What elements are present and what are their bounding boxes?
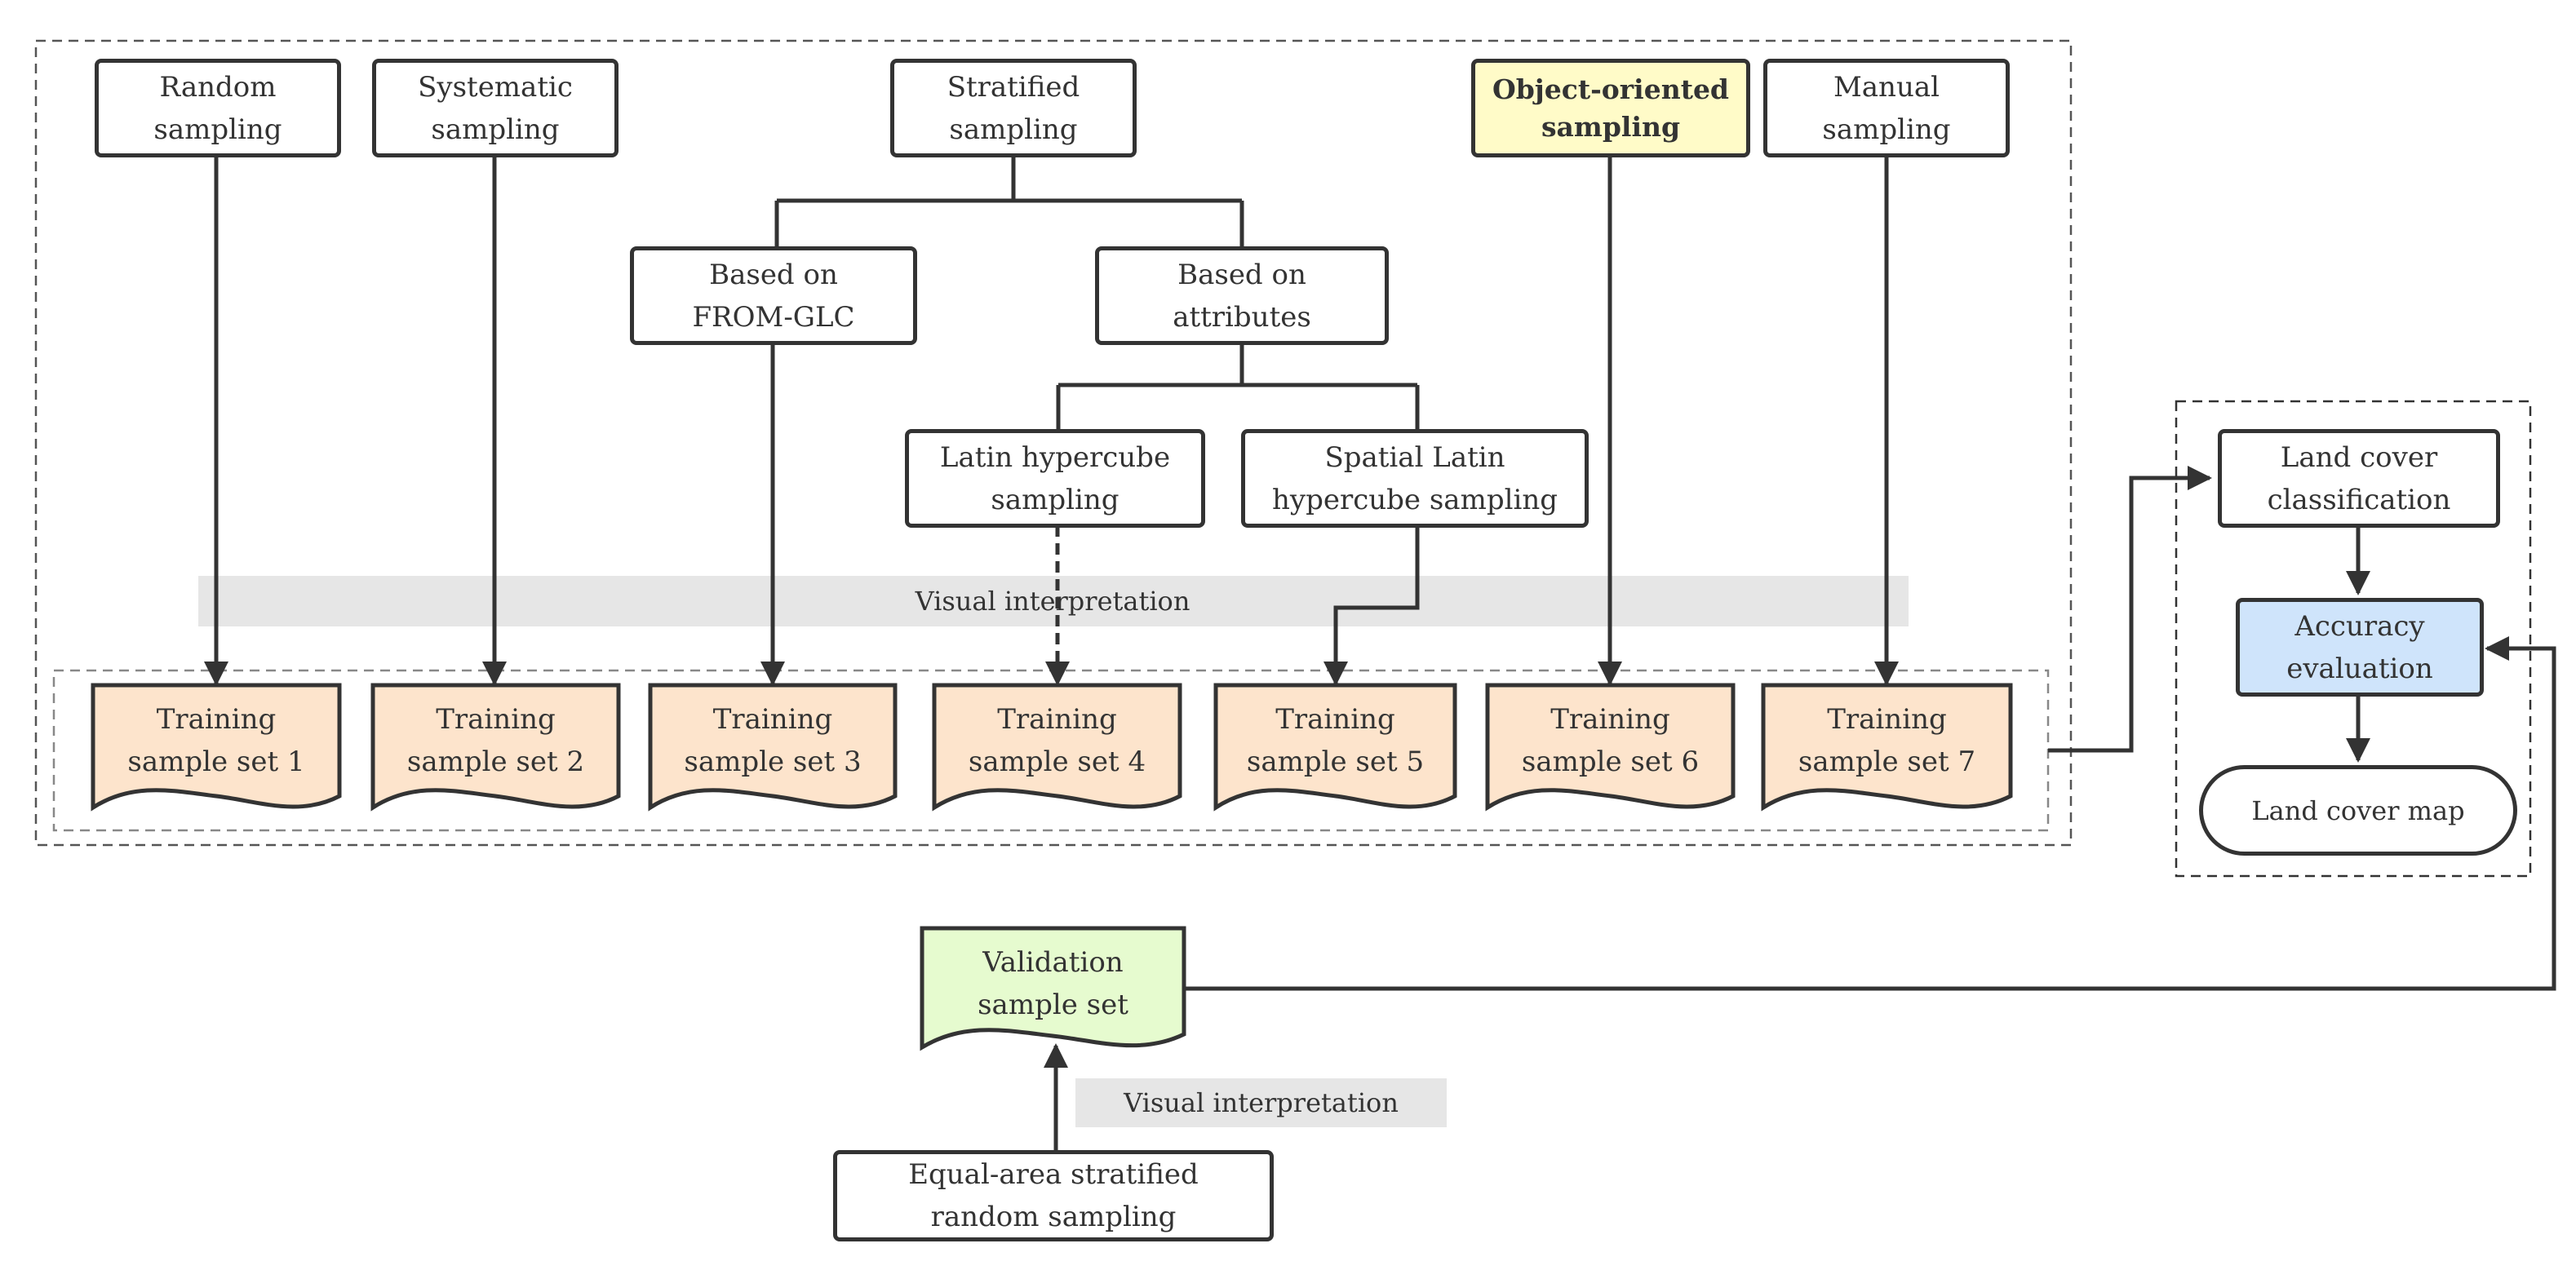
- training-set-1-shape: [91, 683, 342, 812]
- training-set-3-label[interactable]: Training sample set 3: [684, 703, 862, 778]
- object-oriented-sampling-node[interactable]: Object-oriented sampling: [1471, 59, 1750, 157]
- training-set-4-label[interactable]: Training sample set 4: [968, 703, 1146, 778]
- stratified-sampling-node[interactable]: Stratified sampling: [890, 59, 1137, 157]
- sampling-group-frame: [34, 39, 2073, 847]
- training-set-7-shape: [1761, 683, 2013, 812]
- attributes-node[interactable]: Based on attributes: [1095, 246, 1389, 345]
- training-set-2-label[interactable]: Training sample set 2: [406, 703, 585, 778]
- training-set-7-label[interactable]: Training sample set 7: [1798, 703, 1976, 778]
- workflow-frame: [2175, 400, 2532, 878]
- training-set-5-label[interactable]: Training sample set 5: [1246, 703, 1425, 778]
- training-set-3-shape: [648, 683, 898, 812]
- systematic-sampling-node[interactable]: Systematic sampling: [372, 59, 619, 157]
- arrow-training-to-classification: [2048, 466, 2212, 753]
- training-set-1-label[interactable]: Training sample set 1: [127, 703, 305, 778]
- accuracy-evaluation-node[interactable]: Accuracy evaluation: [2236, 598, 2484, 697]
- attributes-tree-connector: [1056, 343, 1420, 430]
- visual-interpretation-label-top: Visual interpretation: [915, 586, 1190, 617]
- training-set-4-shape: [932, 683, 1182, 812]
- land-cover-map-node[interactable]: Land cover map: [2199, 765, 2517, 856]
- manual-sampling-node[interactable]: Manual sampling: [1763, 59, 2010, 157]
- training-set-2-shape: [370, 683, 621, 812]
- training-set-6-label[interactable]: Training sample set 6: [1521, 703, 1700, 778]
- training-set-6-shape: [1485, 683, 1736, 812]
- visual-interpretation-label-bottom: Visual interpretation: [1124, 1087, 1399, 1118]
- validation-set-label[interactable]: Validation sample set: [978, 946, 1128, 1021]
- training-set-5-shape: [1213, 683, 1457, 812]
- latin-hypercube-node[interactable]: Latin hypercube sampling: [905, 429, 1205, 528]
- training-set-shapes: [91, 683, 2013, 812]
- equal-area-stratified-sampling-node[interactable]: Equal-area stratified random sampling: [833, 1150, 1274, 1241]
- arrow-validation-to-accuracy: [1184, 636, 2556, 991]
- from-glc-node[interactable]: Based on FROM-GLC: [630, 246, 917, 345]
- random-sampling-node[interactable]: Random sampling: [95, 59, 341, 157]
- visual-interpretation-band-top: [198, 576, 1909, 626]
- stratified-tree-connector: [774, 157, 1244, 246]
- arrow-spatial-latin-to-set5: [1323, 525, 1420, 686]
- visual-interpretation-band-bottom: [1075, 1078, 1447, 1127]
- validation-set-shape: [920, 926, 1186, 1051]
- spatial-latin-hypercube-node[interactable]: Spatial Latin hypercube sampling: [1241, 429, 1589, 528]
- land-cover-classification-node[interactable]: Land cover classification: [2218, 429, 2500, 528]
